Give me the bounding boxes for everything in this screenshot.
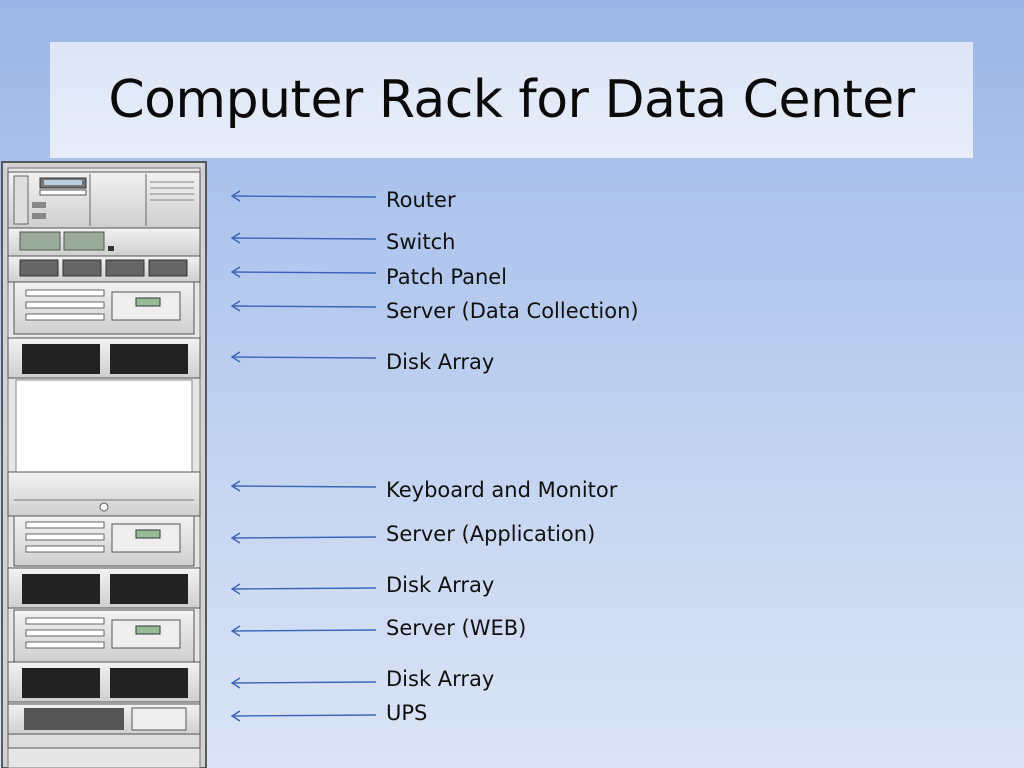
arrow-disk-array-3 — [230, 677, 377, 689]
label-router: Router — [386, 188, 456, 212]
label-server-application: Server (Application) — [386, 522, 596, 546]
label-keyboard-monitor: Keyboard and Monitor — [386, 478, 618, 502]
arrow-keyboard-monitor — [230, 480, 377, 492]
slide-title: Computer Rack for Data Center — [108, 70, 915, 130]
server-web-unit — [13, 609, 195, 663]
keyboard-monitor-unit — [7, 471, 201, 517]
arrow-server-application — [230, 532, 377, 544]
label-disk-array-1: Disk Array — [386, 350, 495, 374]
label-ups: UPS — [386, 701, 428, 725]
title-band: Computer Rack for Data Center — [50, 42, 973, 158]
router-unit — [7, 171, 201, 229]
arrow-server-data-collection — [230, 300, 377, 312]
label-server-data-collection: Server (Data Collection) — [386, 299, 639, 323]
arrow-server-web — [230, 625, 377, 637]
server-data-collection-unit — [13, 281, 195, 335]
patch-panel-unit — [7, 255, 201, 283]
label-patch-panel: Patch Panel — [386, 265, 508, 289]
rack-illustration — [1, 161, 207, 768]
arrow-disk-array-1 — [230, 351, 377, 363]
disk-array-1-unit — [7, 337, 201, 379]
label-server-web: Server (WEB) — [386, 616, 527, 640]
arrow-patch-panel — [230, 266, 377, 278]
label-switch: Switch — [386, 230, 456, 254]
server-application-unit — [13, 515, 195, 567]
label-disk-array-3: Disk Array — [386, 667, 495, 691]
arrow-disk-array-2 — [230, 583, 377, 595]
server-rack — [0, 160, 210, 768]
disk-array-3-unit — [7, 661, 201, 703]
arrow-router — [230, 190, 377, 202]
disk-array-2-unit — [7, 567, 201, 609]
label-disk-array-2: Disk Array — [386, 573, 495, 597]
arrow-switch — [230, 232, 377, 244]
switch-unit — [7, 227, 201, 257]
ups-unit — [7, 703, 201, 749]
arrow-ups — [230, 710, 377, 722]
